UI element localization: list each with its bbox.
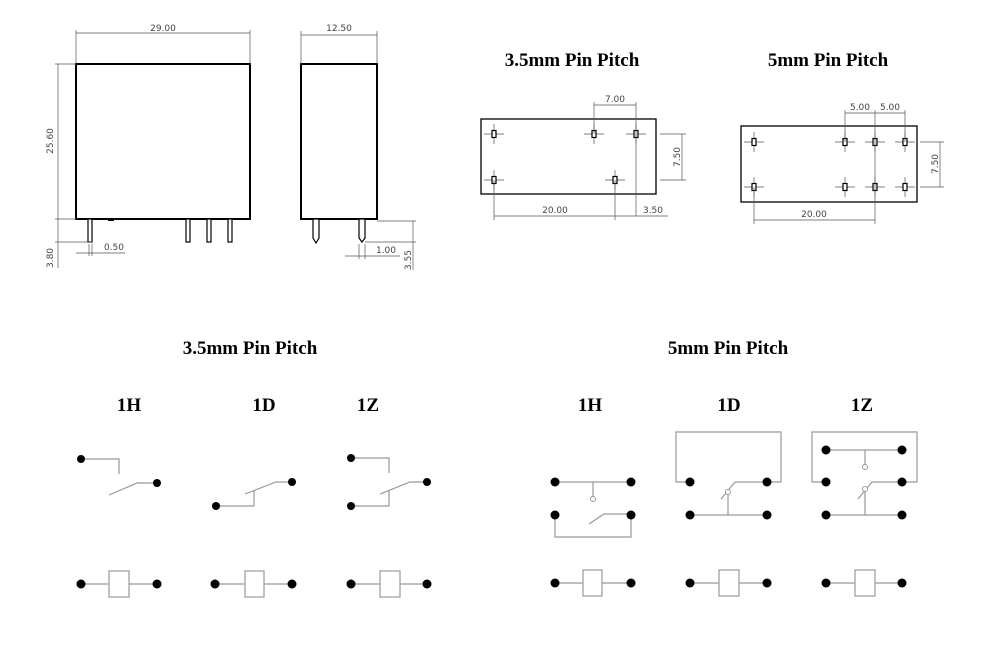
schematic-5mm-1d (675, 431, 782, 520)
dim-label: 7.50 (931, 154, 941, 174)
dim-label: 7.50 (673, 147, 683, 167)
dim-label: 3.50 (643, 206, 663, 216)
terminal-dot (821, 578, 831, 588)
pin (87, 218, 93, 243)
terminal-dot (76, 579, 86, 589)
coil-icon (379, 570, 401, 598)
pin (227, 218, 233, 243)
terminal-dot (287, 579, 297, 589)
dim-height: 25.60 (46, 128, 56, 154)
coil-icon (582, 569, 603, 597)
dim-label: 20.00 (801, 210, 827, 220)
pin (206, 218, 212, 243)
terminal-dot (762, 578, 772, 588)
pin-hole (751, 137, 757, 147)
coil-symbols (76, 569, 907, 598)
coil-icon (108, 570, 130, 598)
pcb-layout-3-5mm: 3.5mm Pin Pitch 7.00 7.50 20.00 3.50 (480, 50, 686, 220)
schematic-5mm-1z (811, 431, 918, 520)
type-label-1z: 1Z (357, 395, 379, 416)
terminal-dot (685, 578, 695, 588)
type-label-1d: 1D (717, 395, 740, 416)
dim-side-pin-width: 1.00 (376, 246, 396, 256)
relay-body-front (75, 63, 251, 220)
pin (185, 218, 191, 243)
terminal-dot (152, 579, 162, 589)
pin (312, 218, 320, 245)
dim-label: 20.00 (542, 206, 568, 216)
terminal-dot (346, 579, 356, 589)
schematic-3-5mm-1h (77, 455, 161, 496)
front-view: 29.00 25.60 3.80 0.50 (46, 24, 251, 268)
schematic-3-5mm-1d (212, 478, 296, 510)
type-label-1d: 1D (252, 395, 275, 416)
pcb-title: 3.5mm Pin Pitch (505, 50, 640, 71)
terminal-dot (550, 578, 560, 588)
schematic-5mm-1h (550, 477, 636, 538)
terminal-dot (422, 579, 432, 589)
dim-side-pin-length: 3.55 (404, 250, 414, 270)
type-label-1h: 1H (117, 395, 142, 416)
wiring-title-3-5mm: 3.5mm Pin Pitch (183, 338, 318, 359)
dim-label: 5.00 (850, 103, 870, 113)
dim-label: 5.00 (880, 103, 900, 113)
pcb-title: 5mm Pin Pitch (768, 50, 889, 71)
type-label-1z: 1Z (851, 395, 873, 416)
dim-width: 29.00 (150, 24, 176, 34)
terminal-dot (897, 578, 907, 588)
type-label-1h: 1H (578, 395, 603, 416)
terminal-dot (210, 579, 220, 589)
terminal-dot (626, 578, 636, 588)
wiring-title-5mm: 5mm Pin Pitch (668, 338, 789, 359)
schematic-3-5mm-1z (347, 454, 431, 510)
coil-icon (718, 569, 740, 597)
dim-pin-width: 0.50 (104, 243, 124, 253)
dim-side-width: 12.50 (326, 24, 352, 34)
pcb-layout-5mm: 5mm Pin Pitch 5.00 5.00 7.50 20.00 (740, 50, 944, 224)
pin-hole (842, 182, 848, 192)
coil-icon (244, 570, 265, 598)
dim-label: 7.00 (605, 95, 625, 105)
coil-icon (854, 569, 876, 597)
pin-hole (902, 182, 908, 192)
dim-pin-length: 3.80 (46, 248, 56, 268)
side-view: 12.50 1.00 3.55 (300, 24, 416, 270)
pin (358, 218, 366, 243)
pin-hole (491, 129, 497, 139)
relay-body-side (300, 63, 378, 220)
